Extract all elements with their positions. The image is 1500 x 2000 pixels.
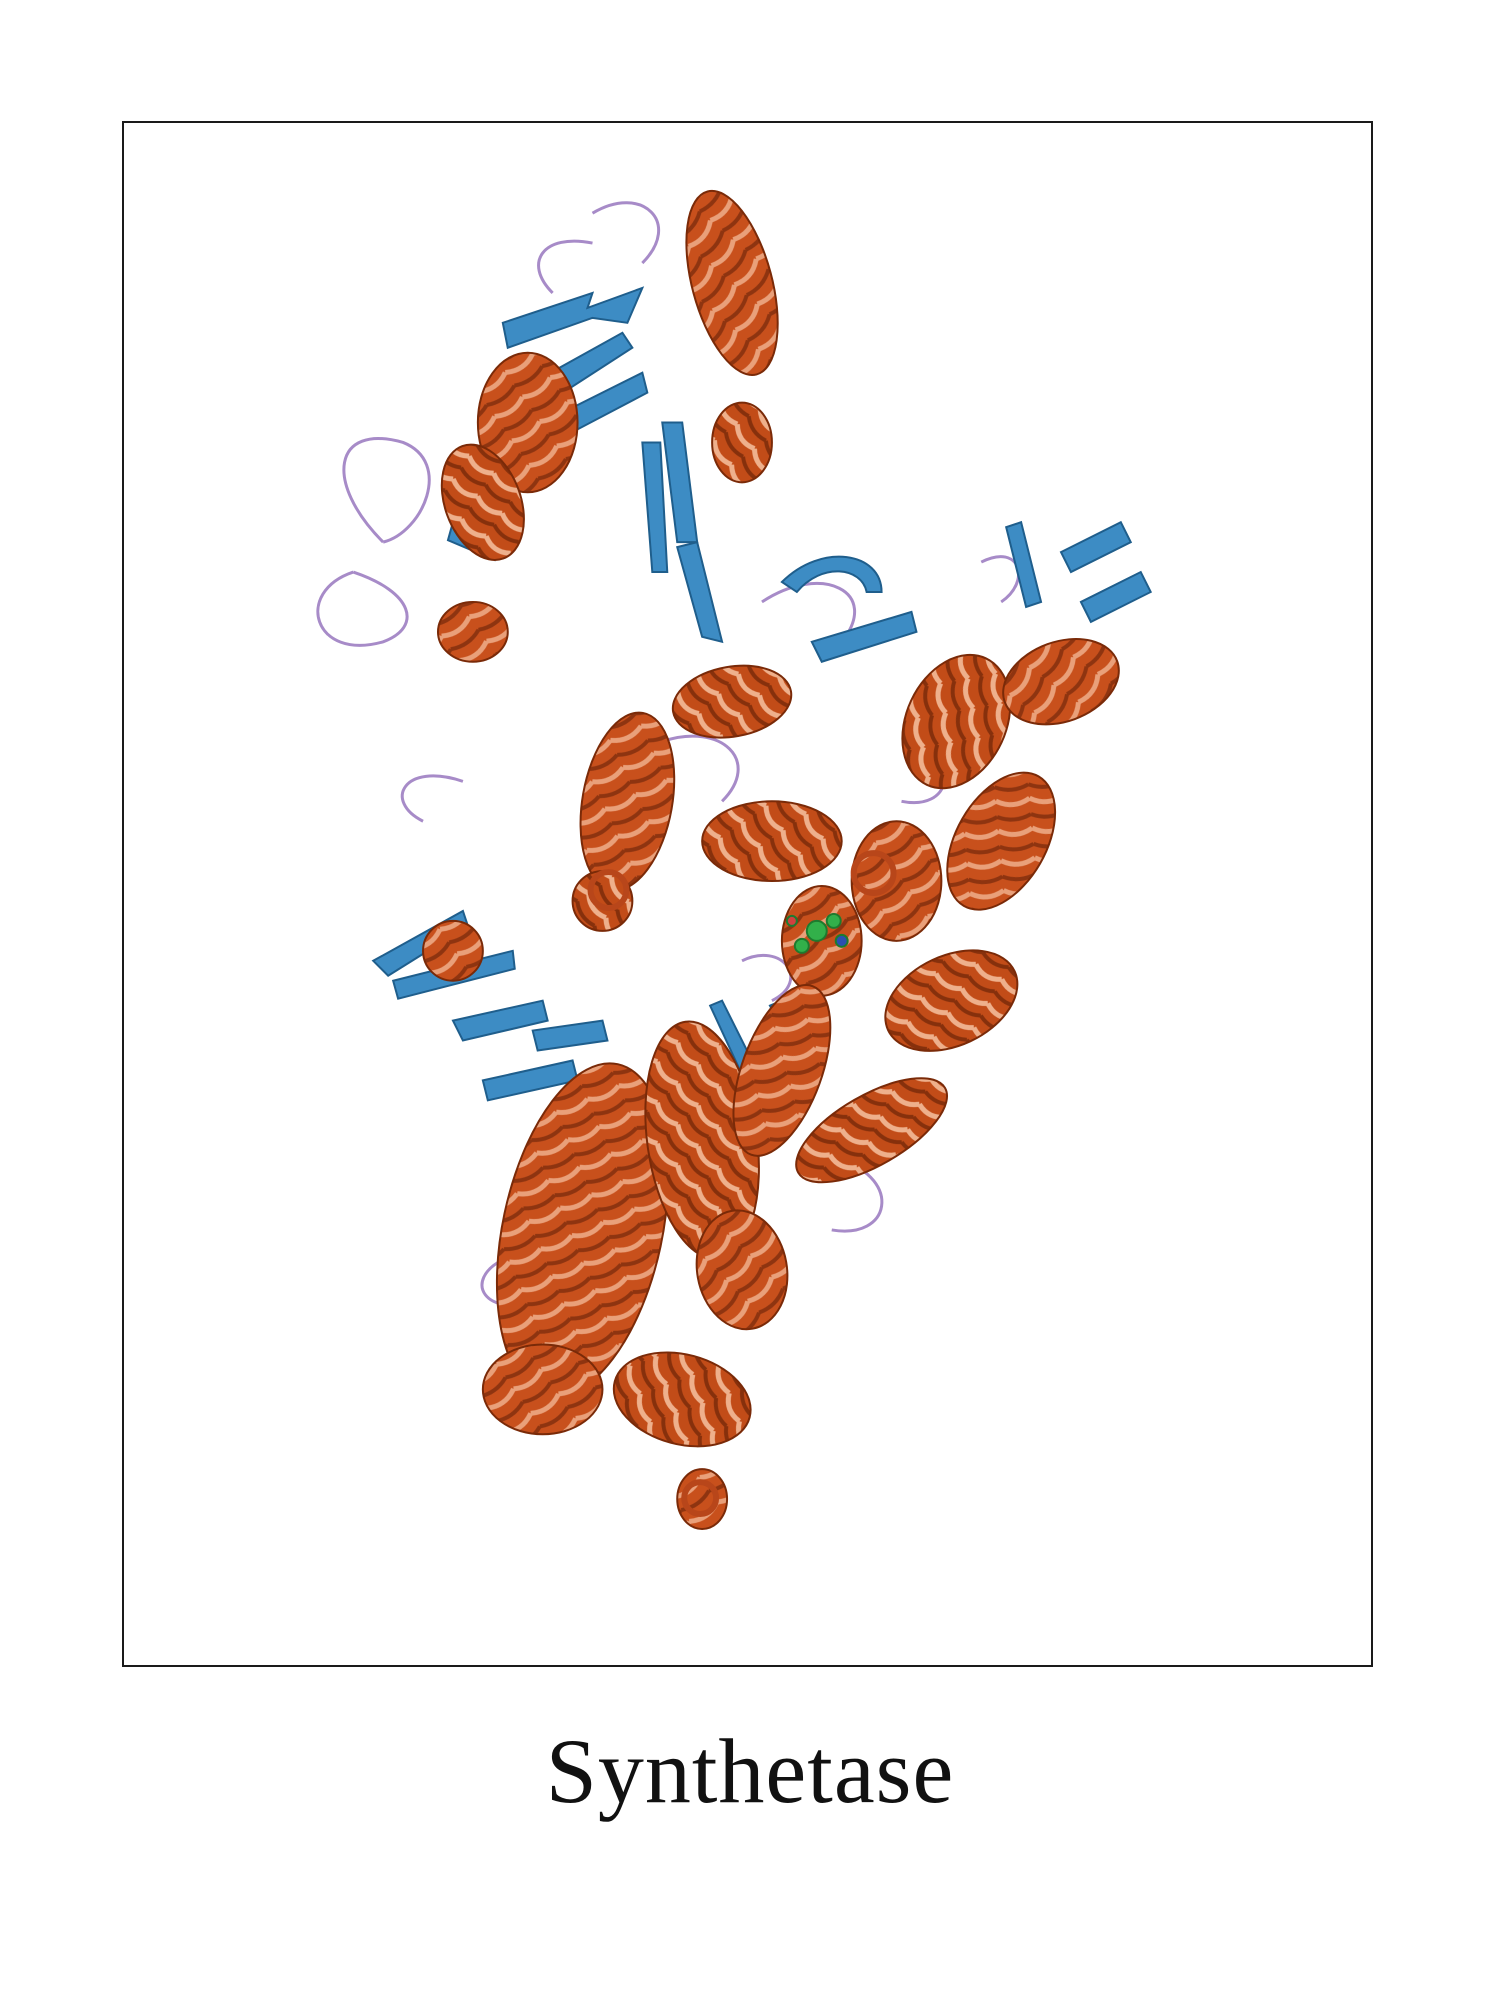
- protein-structure-image: [316, 189, 1153, 1530]
- figure-caption: Synthetase: [545, 1720, 955, 1822]
- figure-frame: [122, 121, 1373, 1667]
- alpha-helices: [422, 189, 1120, 1530]
- helix-end-rings: [587, 850, 897, 1518]
- ligand-molecule: [785, 912, 849, 954]
